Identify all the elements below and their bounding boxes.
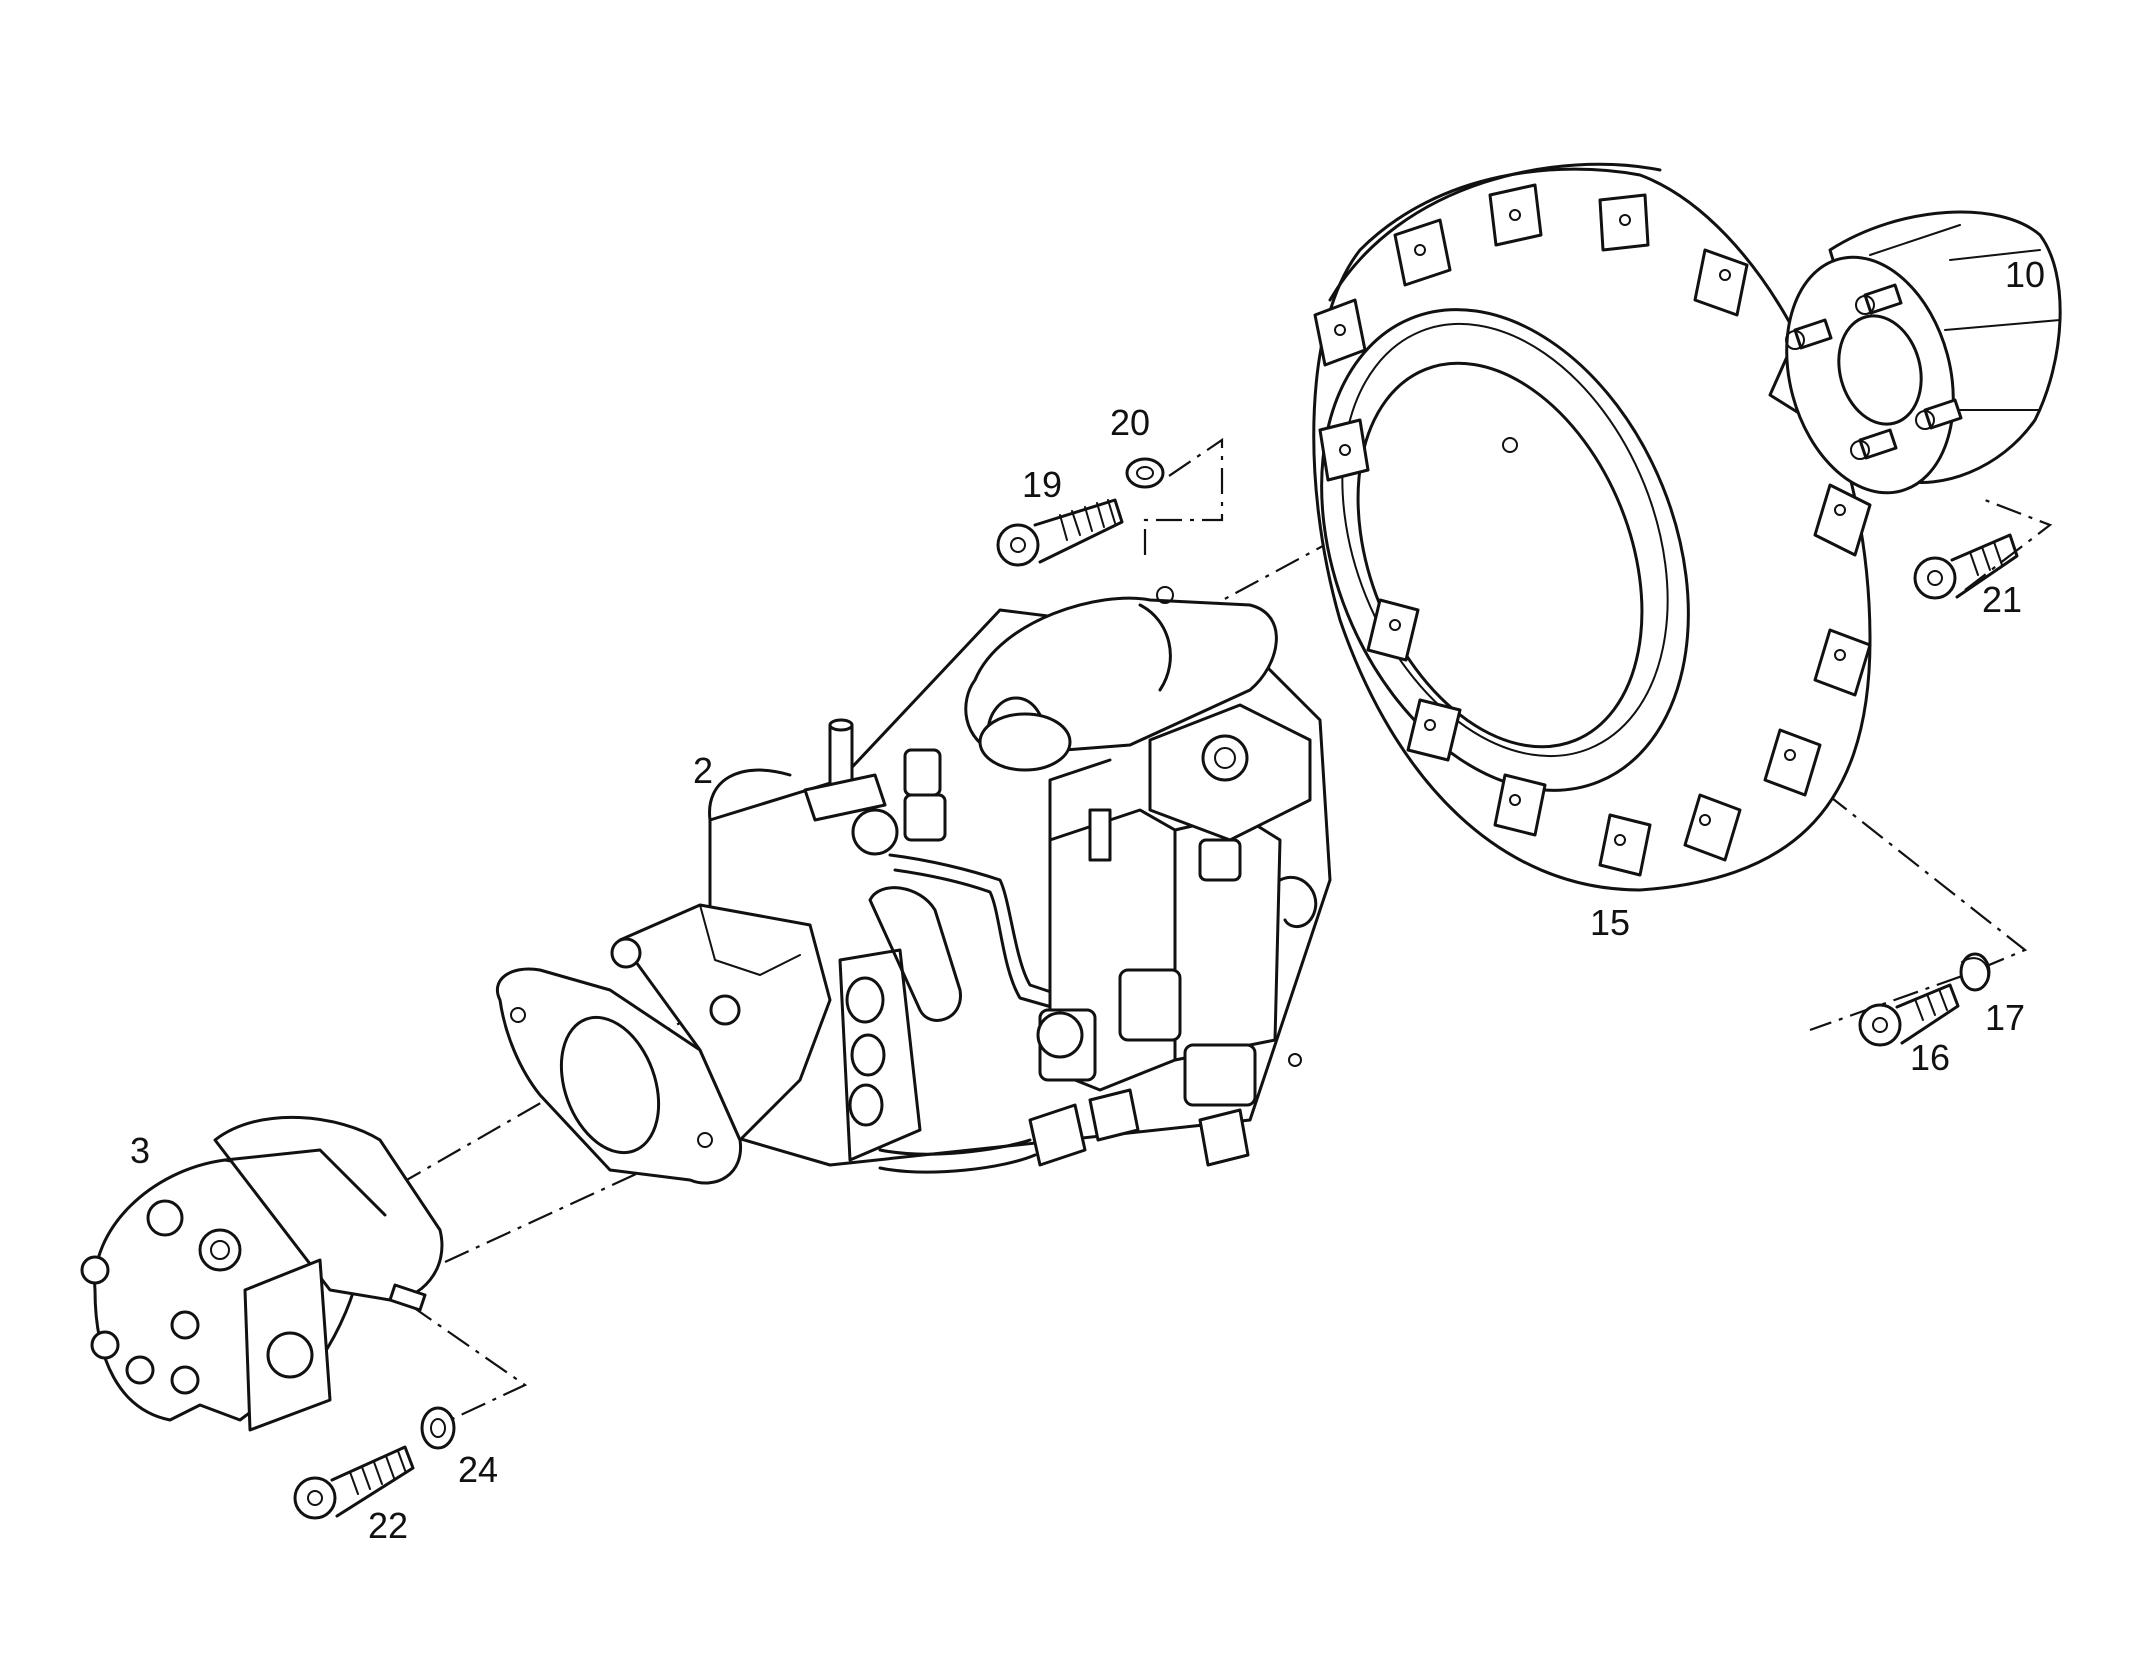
cap-screw-22 (293, 1445, 415, 1520)
cap-screw-19 (996, 498, 1124, 567)
washer-20 (1125, 457, 1165, 489)
callout-19: 19 (1022, 464, 1062, 505)
callout-22: 22 (368, 1505, 408, 1546)
coupling-studs (1785, 283, 1963, 460)
callout-21: 21 (1982, 579, 2022, 620)
gear-pump (80, 1115, 444, 1432)
cap-screw-16 (1858, 983, 1960, 1047)
callout-10: 10 (2005, 254, 2045, 295)
callout-16: 16 (1910, 1037, 1950, 1078)
callout-3: 3 (130, 1130, 150, 1171)
flywheel-housing (1312, 162, 1872, 892)
lock-washer-17 (1959, 952, 1991, 992)
callout-20: 20 (1110, 402, 1150, 443)
hydraulic-pump (496, 586, 1332, 1185)
cap-screw-21 (1913, 533, 2019, 600)
callout-15: 15 (1590, 902, 1630, 943)
housing-tabs (1313, 183, 1872, 877)
callout-24: 24 (458, 1449, 498, 1490)
washer-24 (420, 1406, 456, 1450)
flexible-coupling (1785, 210, 2062, 495)
callout-17: 17 (1985, 997, 2025, 1038)
callout-labels: 2 3 10 15 16 17 19 20 21 22 24 (130, 254, 2045, 1546)
callout-2: 2 (693, 750, 713, 791)
